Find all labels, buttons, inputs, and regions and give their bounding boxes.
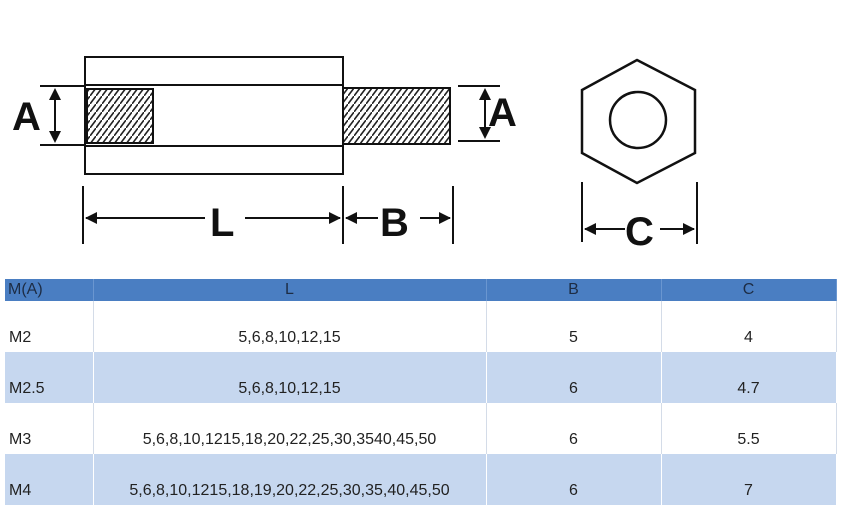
dimension-label-l: L [210,201,234,245]
cell-length: 5,6,8,10,12,15 [93,301,487,352]
dimension-a-right: A [458,85,517,142]
cell-c: 5.5 [661,403,837,454]
dimension-c: C [581,182,698,254]
cell-length: 5,6,8,10,1215,18,19,20,22,25,30,35,40,45… [93,454,487,505]
cell-thread: M2 [5,301,94,352]
table-header-row: M(A) L B C [5,279,837,301]
dimension-label-c: C [625,210,654,254]
cell-thread: M2.5 [5,352,94,403]
dimension-label-b: B [380,201,409,245]
hex-nut-top-view [580,58,697,185]
cell-b: 6 [486,352,662,403]
dimension-label-a-left: A [12,95,41,139]
spec-table: M(A) L B C M2 5,6,8,10,12,15 5 4 M2.5 5,… [5,279,837,505]
table-row: M2.5 5,6,8,10,12,15 6 4.7 [5,352,837,403]
cell-c: 4 [661,301,837,352]
header-m-a: M(A) [5,279,94,301]
table-row: M4 5,6,8,10,1215,18,19,20,22,25,30,35,40… [5,454,837,505]
dimension-a-left: A [12,85,84,146]
standoff-dimension-diagram: A A L B C [12,56,698,254]
header-c: C [661,279,837,301]
cell-b: 6 [486,454,662,505]
cell-thread: M3 [5,403,94,454]
table-row: M3 5,6,8,10,1215,18,20,22,25,30,3540,45,… [5,403,837,454]
standoff-side-view [84,56,451,175]
dimension-l-b: L B [82,186,454,245]
cell-b: 5 [486,301,662,352]
cell-c: 7 [661,454,837,505]
cell-c: 4.7 [661,352,837,403]
cell-thread: M4 [5,454,94,505]
cell-length: 5,6,8,10,1215,18,20,22,25,30,3540,45,50 [93,403,487,454]
cell-b: 6 [486,403,662,454]
header-b: B [486,279,662,301]
dimension-label-a-right: A [488,91,517,135]
table-row: M2 5,6,8,10,12,15 5 4 [5,301,837,352]
header-l: L [93,279,487,301]
cell-length: 5,6,8,10,12,15 [93,352,487,403]
